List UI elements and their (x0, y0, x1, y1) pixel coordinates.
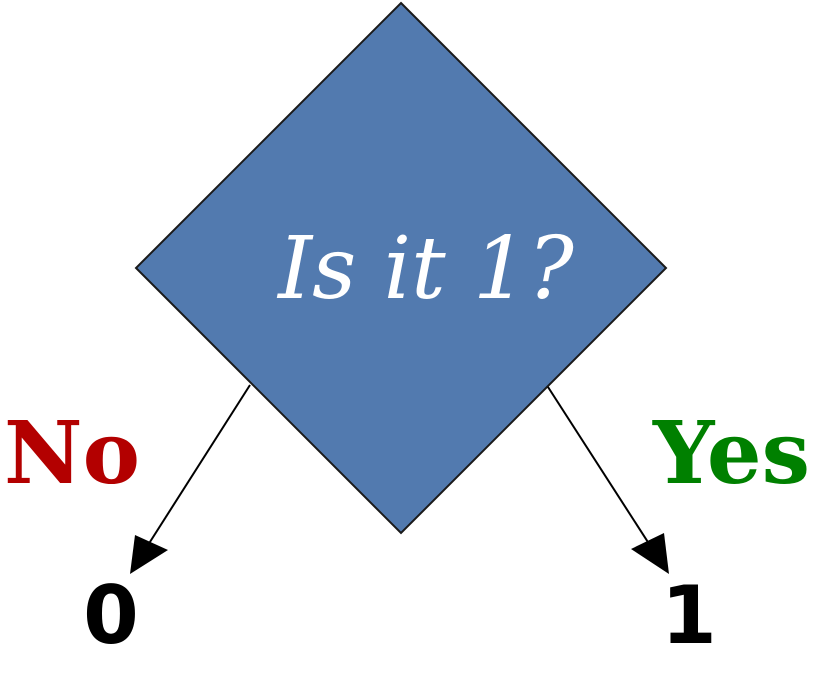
no-arrowhead (130, 535, 168, 574)
decision-diamond (134, 1, 668, 535)
decision-question: Is it 1? (276, 219, 575, 319)
yes-branch-arrow (547, 386, 665, 568)
yes-branch-label: Yes (652, 403, 810, 504)
no-branch-arrow (133, 384, 251, 568)
no-branch-label: No (4, 403, 140, 504)
yes-arrowhead (631, 533, 669, 574)
yes-outcome-value: 1 (661, 569, 717, 662)
no-outcome-value: 0 (83, 569, 139, 662)
